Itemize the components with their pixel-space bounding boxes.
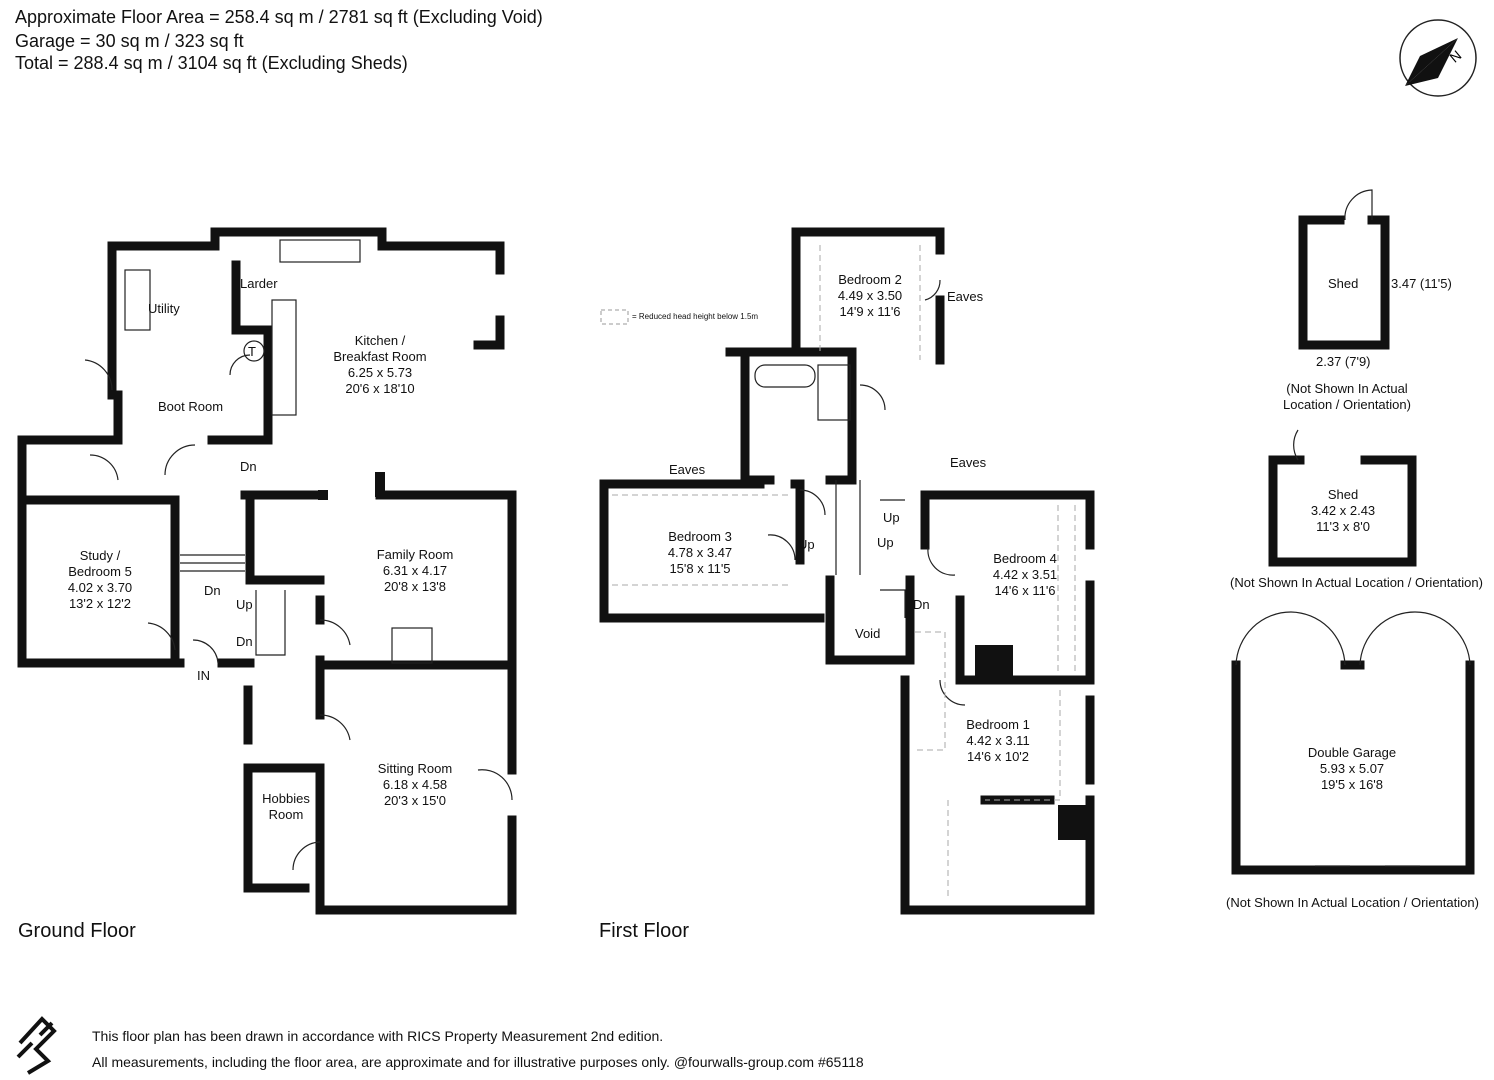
study-name-1: Study / [79,548,121,563]
shed-2-metric: 3.42 x 2.43 [1310,503,1376,518]
stairs-down-mark: Dn [236,634,253,649]
bedroom-4-name: Bedroom 4 [993,551,1057,566]
bedroom-4-imperial: 14'6 x 11'6 [994,583,1056,598]
study-imperial: 13'2 x 12'2 [68,596,132,611]
hobbies-room-label: Hobbies Room [256,791,316,823]
shed-2-name: Shed [1327,487,1359,502]
bedroom-3-metric: 4.78 x 3.47 [667,545,733,560]
bedroom-4-label: Bedroom 4 4.42 x 3.51 14'6 x 11'6 [970,551,1080,599]
footer-disclaimer-text: All measurements, including the floor ar… [92,1054,864,1070]
garage-name: Double Garage [1307,745,1397,760]
bedroom-1-metric: 4.42 x 3.11 [966,733,1030,748]
bedroom-3-label: Bedroom 3 4.78 x 3.47 15'8 x 11'5 [645,529,755,577]
stairs-down-mark: Dn [913,597,930,612]
kitchen-metric: 6.25 x 5.73 [347,365,413,380]
stairs-down-mark: Dn [204,583,221,598]
logo-icon [16,1016,57,1075]
eaves-label: Eaves [947,289,984,304]
shed-1-label: Shed [1328,276,1359,291]
first-floor-title: First Floor [599,920,689,942]
garage-area-text: Garage = 30 sq m / 323 sq ft [15,31,244,51]
bedroom-2-imperial: 14'9 x 11'6 [839,304,901,319]
stairs-up-mark: Up [883,510,900,525]
legend-text: = Reduced head height below 1.5m [632,312,759,321]
bedroom-2-metric: 4.49 x 3.50 [837,288,903,303]
sitting-room-name: Sitting Room [377,761,453,776]
garage-metric: 5.93 x 5.07 [1319,761,1385,776]
shed-2-note: (Not Shown In Actual Location / Orientat… [1230,575,1483,590]
boot-room-label: Boot Room [158,399,224,414]
hobbies-name-1: Hobbies [262,791,310,806]
family-room-metric: 6.31 x 4.17 [382,563,448,578]
study-label: Study / Bedroom 5 4.02 x 3.70 13'2 x 12'… [50,548,150,612]
kitchen-name-2: Breakfast Room [333,349,427,364]
sitting-room-metric: 6.18 x 4.58 [382,777,448,792]
bedroom-4-metric: 4.42 x 3.51 [992,567,1058,582]
entrance-mark: IN [197,668,210,683]
garage-note: (Not Shown In Actual Location / Orientat… [1226,895,1479,910]
larder-label: Larder [240,276,278,291]
shed-1-note: (Not Shown In Actual Location / Orientat… [1272,381,1422,413]
study-metric: 4.02 x 3.70 [67,580,133,595]
bedroom-2-name: Bedroom 2 [838,272,902,287]
thermostat-mark: T [248,344,256,359]
bedroom-2-label: Bedroom 2 4.49 x 3.50 14'9 x 11'6 [815,272,925,320]
shed-1-depth: 3.47 (11'5) [1391,276,1452,291]
stairs-up-mark: Up [877,535,894,550]
sitting-room-imperial: 20'3 x 15'0 [383,793,447,808]
stairs-up-mark: Up [236,597,253,612]
stairs-down-mark: Dn [240,459,257,474]
kitchen-label: Kitchen / Breakfast Room 6.25 x 5.73 20'… [325,333,435,397]
utility-label: Utility [148,301,180,316]
eaves-label: Eaves [669,462,706,477]
hobbies-name-2: Room [268,807,304,822]
bedroom-3-name: Bedroom 3 [668,529,732,544]
study-name-2: Bedroom 5 [68,564,132,579]
footer-rics-text: This floor plan has been drawn in accord… [92,1028,664,1044]
floor-area-text: Approximate Floor Area = 258.4 sq m / 27… [15,7,543,27]
compass-icon: N [1399,19,1477,97]
bedroom-1-name: Bedroom 1 [966,717,1030,732]
family-room-label: Family Room 6.31 x 4.17 20'8 x 13'8 [360,547,470,595]
total-area-text: Total = 288.4 sq m / 3104 sq ft (Excludi… [15,53,408,73]
sitting-room-label: Sitting Room 6.18 x 4.58 20'3 x 15'0 [360,761,470,809]
family-room-imperial: 20'8 x 13'8 [383,579,447,594]
kitchen-name-1: Kitchen / [354,333,406,348]
bedroom-3-imperial: 15'8 x 11'5 [669,561,731,576]
stairs-up-mark: Up [798,537,815,552]
shed-2-label: Shed 3.42 x 2.43 11'3 x 8'0 [1293,487,1393,535]
bedroom-1-imperial: 14'6 x 10'2 [966,749,1030,764]
eaves-label: Eaves [950,455,987,470]
shed-1-width: 2.37 (7'9) [1316,354,1371,369]
kitchen-imperial: 20'6 x 18'10 [345,381,415,396]
garage-imperial: 19'5 x 16'8 [1320,777,1384,792]
family-room-name: Family Room [376,547,454,562]
garage-label: Double Garage 5.93 x 5.07 19'5 x 16'8 [1297,745,1407,793]
shed-2-imperial: 11'3 x 8'0 [1316,519,1370,534]
legend-swatch [600,309,629,325]
bedroom-1-label: Bedroom 1 4.42 x 3.11 14'6 x 10'2 [943,717,1053,765]
shed-1-note-2: Location / Orientation) [1283,397,1411,412]
void-label: Void [855,626,881,641]
shed-1-note-1: (Not Shown In Actual [1286,381,1408,396]
ground-floor-title: Ground Floor [18,920,136,942]
